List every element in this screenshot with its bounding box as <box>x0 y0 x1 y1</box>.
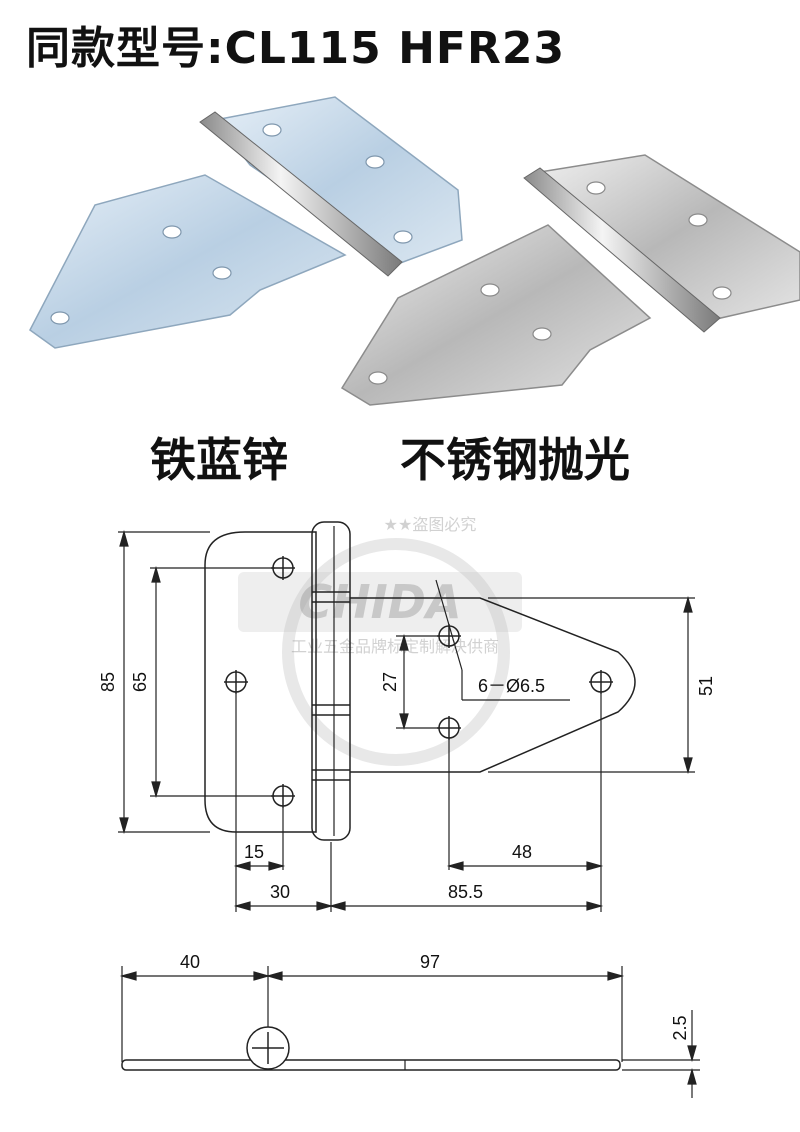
steel-hinge-photo <box>340 154 800 406</box>
zinc-hinge-long-leaf <box>29 174 347 349</box>
knuckle-drawing <box>311 521 351 841</box>
zinc-hinge-short-leaf <box>213 96 463 266</box>
dim-48: 48 <box>512 842 532 862</box>
dim-51: 51 <box>696 676 716 696</box>
dim-97: 97 <box>420 952 440 972</box>
dim-hole-callout: 6－Ø6.5 <box>478 676 545 696</box>
dimension-lines <box>118 529 695 912</box>
left-leaf-outline <box>204 531 317 833</box>
dim-thickness-lines <box>622 1010 700 1098</box>
zinc-hole-2 <box>162 225 182 239</box>
dim-27: 27 <box>380 672 400 692</box>
dim-15: 15 <box>244 842 264 862</box>
zinc-hole-4 <box>262 123 282 137</box>
dim-85-5: 85.5 <box>448 882 483 902</box>
side-view-pin <box>246 1026 290 1070</box>
hole-left-mid <box>224 670 248 694</box>
dim-30: 30 <box>270 882 290 902</box>
steel-hinge-long-leaf <box>340 224 652 406</box>
dim-85: 85 <box>98 672 118 692</box>
dim-65: 65 <box>130 672 150 692</box>
zinc-hinge-knuckle <box>199 111 403 277</box>
steel-hole-6 <box>712 286 732 300</box>
side-view <box>119 966 625 1062</box>
steel-finish-label: 不锈钢抛光 <box>400 433 630 487</box>
steel-hinge-knuckle <box>523 167 721 333</box>
zinc-hole-6 <box>393 230 413 244</box>
watermark-tagline: 工业五金品牌标定制解决供商 <box>291 637 499 656</box>
zinc-hole-3 <box>212 266 232 280</box>
zinc-hole-1 <box>50 311 70 325</box>
dim-40: 40 <box>180 952 200 972</box>
zinc-hole-5 <box>365 155 385 169</box>
steel-hole-1 <box>368 371 388 385</box>
side-view-plate <box>121 1059 621 1071</box>
watermark-seal: ★★盗图必究 <box>384 515 477 534</box>
dim-2-5: 2.5 <box>670 1015 690 1040</box>
steel-hole-4 <box>586 181 606 195</box>
hole-right-tip <box>589 670 613 694</box>
watermark: CHIDA 工业五金品牌标定制解决供商 ★★盗图必究 <box>238 515 522 766</box>
right-leaf-outline <box>350 597 636 773</box>
steel-hole-5 <box>688 213 708 227</box>
page-title: 同款型号:CL115 HFR23 <box>26 23 566 74</box>
zinc-finish-label: 铁蓝锌 <box>150 433 288 487</box>
steel-hole-2 <box>480 283 500 297</box>
steel-hole-3 <box>532 327 552 341</box>
zinc-hinge-photo <box>29 96 463 349</box>
